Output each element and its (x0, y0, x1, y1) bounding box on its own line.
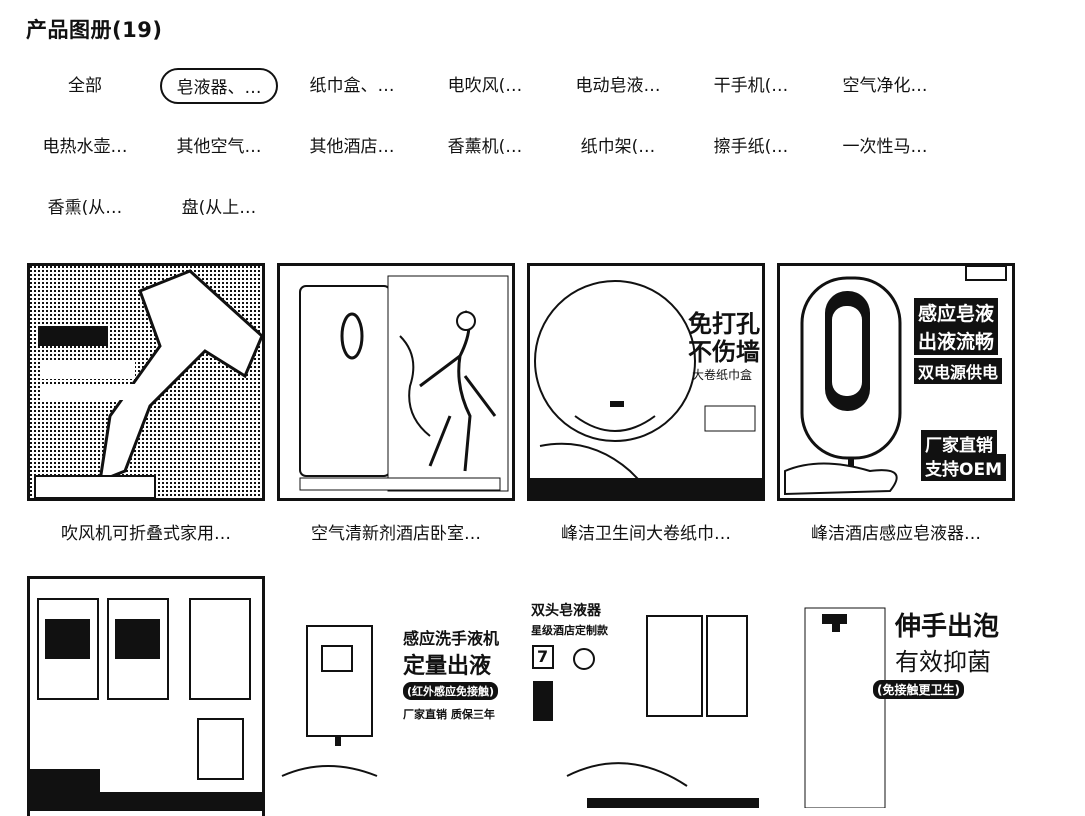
foam-soap-dispenser-illustration (804, 607, 886, 808)
page-title: 产品图册(19) (26, 18, 163, 42)
thumb-headline: 感应皂液 (914, 298, 999, 327)
thumb-headline: 双头皂液器 (531, 603, 601, 619)
thumb-headline: 定量出液 (403, 654, 492, 679)
thumb-subtitle: 星级酒店定制款 (531, 624, 608, 637)
category-chip-hand-towel[interactable]: 擦手纸(… (713, 137, 789, 157)
roll-tissue-illustration (530, 280, 762, 498)
product-card-roll-tissue[interactable]: 免打孔 不伤墙 大卷纸巾盒 峰洁卫生间大卷纸巾… (527, 263, 765, 544)
thumb-subtitle: 大卷纸巾盒 (692, 368, 753, 382)
category-chip-tissue-box[interactable]: 纸巾盒、… (309, 76, 395, 96)
category-chip-other-hotel[interactable]: 其他酒店… (309, 137, 395, 157)
product-image (277, 263, 515, 501)
soap-dispenser-set-illustration (30, 598, 262, 811)
thumb-headline: 感应洗手液机 (403, 629, 500, 648)
product-card-foam-soap[interactable]: 伸手出泡 有效抑菌 (免接触更卫生) (777, 576, 1015, 816)
product-card-air-freshener[interactable]: 空气清新剂酒店卧室… (277, 263, 515, 544)
thumb-pill: (免接触更卫生) (873, 680, 964, 699)
category-chip-hair-dryer[interactable]: 电吹风(… (447, 76, 523, 96)
product-card-soap-set[interactable] (27, 576, 265, 816)
category-chip-tray[interactable]: 盘(从上… (181, 198, 257, 218)
product-image: 感应洗手液机 定量出液 (红外感应免接触) 厂家直销 质保三年 (277, 576, 515, 816)
thumb-subtitle: 双电源供电 (914, 358, 1003, 384)
thumb-headline: 出液流畅 (914, 326, 999, 355)
category-chip-hand-dryer[interactable]: 干手机(… (713, 76, 789, 96)
thumb-footnote: 厂家直销 质保三年 (403, 708, 495, 721)
category-chip-other-air[interactable]: 其他空气… (176, 137, 262, 157)
product-title: 峰洁酒店感应皂液器… (811, 524, 981, 544)
product-image (27, 263, 265, 501)
product-card-hair-dryer[interactable]: 吹风机可折叠式家用… (27, 263, 265, 544)
product-image: 感应皂液 出液流畅 双电源供电 厂家直销 支持OEM (777, 263, 1015, 501)
category-chip-aroma-machine[interactable]: 香薰机(… (447, 137, 523, 157)
product-image: 伸手出泡 有效抑菌 (免接触更卫生) (777, 576, 1015, 816)
category-chip-aroma[interactable]: 香熏(从… (47, 198, 123, 218)
category-chip-all[interactable]: 全部 (68, 76, 102, 96)
product-title: 空气清新剂酒店卧室… (311, 524, 481, 544)
thumb-badge: 厂家直销 (921, 430, 997, 457)
air-freshener-illustration (299, 275, 509, 492)
sensor-soap-dispenser-illustration (784, 266, 1007, 496)
category-chip-soap-dispenser[interactable]: 皂液器、… (160, 68, 278, 104)
thumb-pill: (红外感应免接触) (403, 682, 499, 700)
thumb-headline: 不伤墙 (688, 338, 760, 366)
product-card-sensor-soap[interactable]: 感应皂液 出液流畅 双电源供电 厂家直销 支持OEM 峰洁酒店感应皂液器… (777, 263, 1015, 544)
thumb-headline: 免打孔 (688, 310, 760, 338)
product-image: 免打孔 不伤墙 大卷纸巾盒 (527, 263, 765, 501)
category-chip-disposable-toilet[interactable]: 一次性马… (842, 137, 928, 157)
product-image: 双头皂液器 星级酒店定制款 7 (527, 576, 765, 816)
sensor-handwash-illustration (281, 625, 378, 777)
thumb-number: 7 (537, 647, 549, 666)
thumb-headline: 有效抑菌 (895, 648, 991, 676)
product-title: 吹风机可折叠式家用… (61, 524, 231, 544)
hair-dryer-illustration (30, 266, 262, 498)
category-chip-tissue-holder[interactable]: 纸巾架(… (580, 137, 656, 157)
thumb-badge: 支持OEM (921, 454, 1006, 481)
double-soap-dispenser-illustration (532, 615, 759, 808)
category-chip-electric-soap[interactable]: 电动皂液… (575, 76, 661, 96)
product-card-sensor-handwash[interactable]: 感应洗手液机 定量出液 (红外感应免接触) 厂家直销 质保三年 (277, 576, 515, 816)
category-chip-air-purifier[interactable]: 空气净化… (842, 76, 928, 96)
thumb-headline: 伸手出泡 (895, 612, 1000, 642)
product-image (27, 576, 265, 816)
product-title: 峰洁卫生间大卷纸巾… (561, 524, 731, 544)
product-card-double-soap[interactable]: 双头皂液器 星级酒店定制款 7 (527, 576, 765, 816)
category-chip-electric-kettle[interactable]: 电热水壶… (42, 137, 128, 157)
